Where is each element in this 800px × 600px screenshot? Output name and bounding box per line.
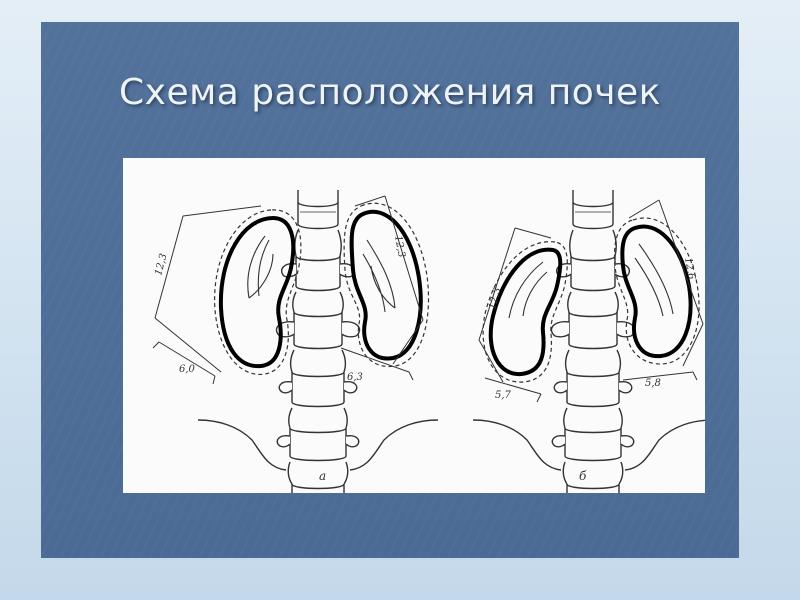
panel-b-right-width-label: 5,8: [645, 378, 661, 389]
panel-a: 12,3 12,3 6,0 6,3 а: [152, 189, 439, 493]
panel-a-right-length-label: 12,3: [392, 235, 407, 259]
panel-b-right-length-label: 12,6: [682, 257, 697, 281]
panel-b-caption: б: [579, 469, 587, 483]
kidney-diagram-figure: 12,3 12,3 6,0 6,3 а: [123, 158, 705, 493]
kidney-diagram-drawing: 12,3 12,3 6,0 6,3 а: [152, 189, 705, 493]
slide: Схема расположения почек: [41, 22, 739, 558]
panel-b-left-width-label: 5,7: [495, 390, 512, 401]
panel-a-caption: а: [319, 469, 326, 483]
panel-b: 12,3 12,6 5,7 5,8 б: [472, 189, 705, 493]
panel-a-right-width-label: 6,3: [347, 372, 363, 383]
panel-b-left-length-label: 12,3: [487, 286, 503, 310]
slide-title: Схема расположения почек: [119, 72, 661, 113]
panel-a-left-width-label: 6,0: [179, 364, 196, 375]
